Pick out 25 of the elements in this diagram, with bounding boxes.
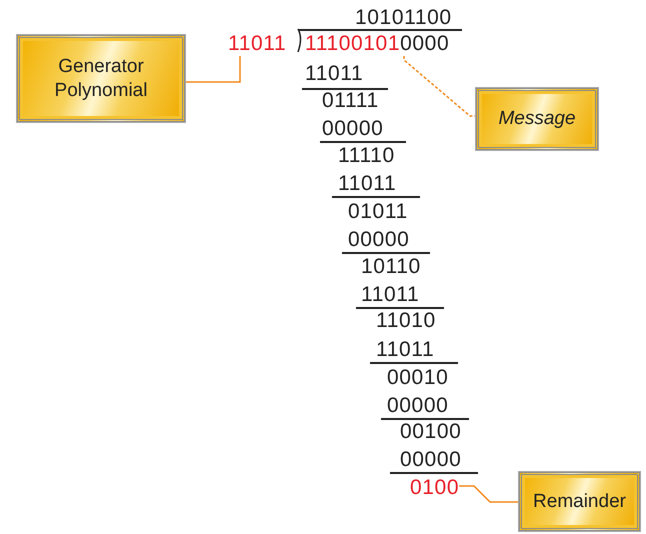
division-step-number: 11011 [305, 62, 364, 86]
division-step-number: 01111 [322, 89, 379, 113]
division-step-number: 01011 [348, 200, 408, 224]
quotient-number: 10101100 [355, 6, 452, 30]
division-step-number: 11011 [361, 283, 420, 307]
division-step-number: 00010 [387, 366, 448, 390]
division-step-number: 00100 [400, 420, 462, 444]
division-step-number: 11011 [376, 338, 434, 362]
leader-line [403, 56, 476, 117]
leader-line [185, 56, 241, 83]
leader-line [459, 485, 519, 503]
division-step-number: 00000 [322, 117, 384, 141]
division-step-number: 11011 [338, 172, 396, 196]
division-step-number: 10110 [361, 255, 421, 279]
callout-box: Message [476, 88, 598, 150]
remainder-number: 0100 [410, 476, 460, 500]
division-step-number: 11110 [338, 144, 395, 168]
callout-box: Generator Polynomial [17, 35, 185, 122]
divisor-number: 11011 [228, 32, 286, 56]
dividend-number: 0000 [400, 32, 450, 55]
division-step-number: 00000 [348, 228, 410, 252]
division-step-number: 00000 [387, 394, 448, 418]
division-step-number: 11010 [376, 309, 436, 333]
division-step-number: 00000 [400, 448, 462, 472]
dividend-number: 11100101 [305, 32, 400, 55]
